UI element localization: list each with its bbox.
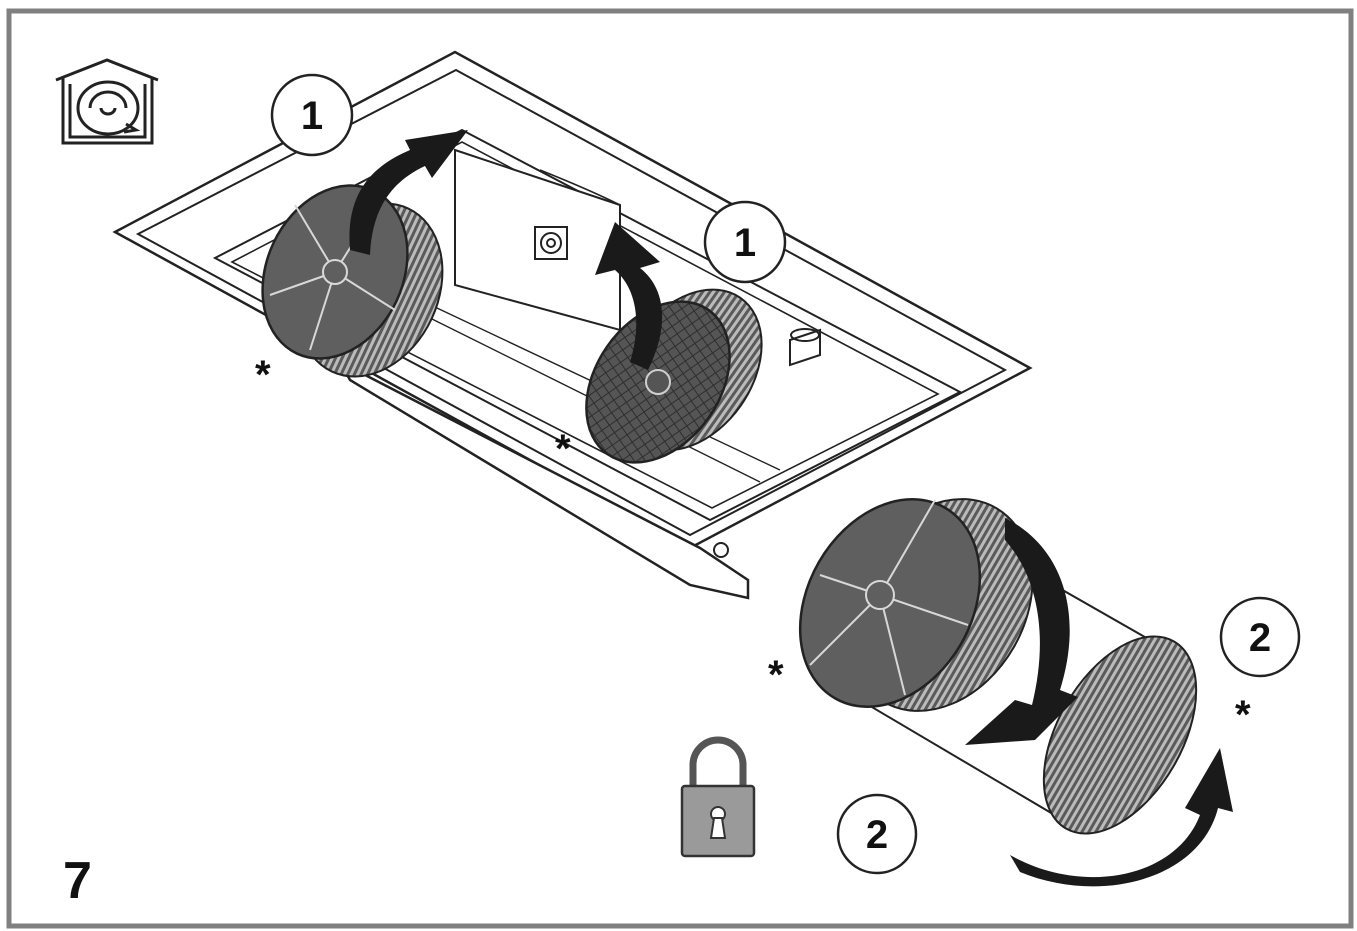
step-1-right: 1 <box>703 200 787 284</box>
filter-assembly-lower <box>798 498 1198 835</box>
svg-text:1: 1 <box>734 221 756 265</box>
padlock-icon <box>680 736 756 858</box>
asterisk-lower-left: * <box>768 653 784 697</box>
arrow-lift-center <box>595 222 663 370</box>
asterisk-lower-right: * <box>1235 693 1251 737</box>
svg-text:2: 2 <box>1249 616 1271 660</box>
arrow-lift-left <box>349 130 468 255</box>
asterisk-left: * <box>255 353 271 397</box>
svg-text:2: 2 <box>866 813 888 857</box>
step-2-bottom: 2 <box>836 793 918 875</box>
figure-number: 7 <box>63 852 92 910</box>
recirculation-house-icon <box>55 58 159 145</box>
step-1-left: 1 <box>270 73 354 157</box>
step-2-right: 2 <box>1219 596 1301 678</box>
arrow-rotate-top <box>965 518 1078 745</box>
arrow-rotate-bottom <box>1010 748 1233 887</box>
svg-text:1: 1 <box>301 94 323 138</box>
asterisk-center: * <box>555 427 571 471</box>
